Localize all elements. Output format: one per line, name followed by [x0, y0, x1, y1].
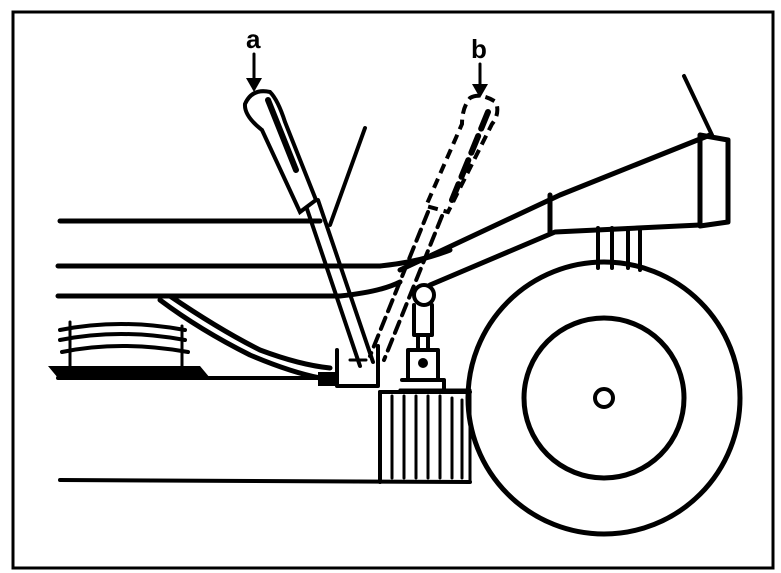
- cable: [157, 293, 333, 381]
- label-b: b: [471, 34, 487, 64]
- lever-a: [242, 89, 375, 368]
- pulley: [48, 320, 210, 378]
- ribbed-housing: [378, 390, 472, 484]
- diagram-frame: [11, 10, 775, 570]
- linkage: [400, 283, 446, 394]
- label-b-group: b: [471, 34, 488, 98]
- lever-b: [368, 93, 500, 362]
- label-a: a: [246, 24, 261, 54]
- wheel: [465, 259, 743, 537]
- seat-post: [328, 126, 367, 227]
- label-a-group: a: [246, 24, 262, 92]
- support-arm: [397, 74, 731, 288]
